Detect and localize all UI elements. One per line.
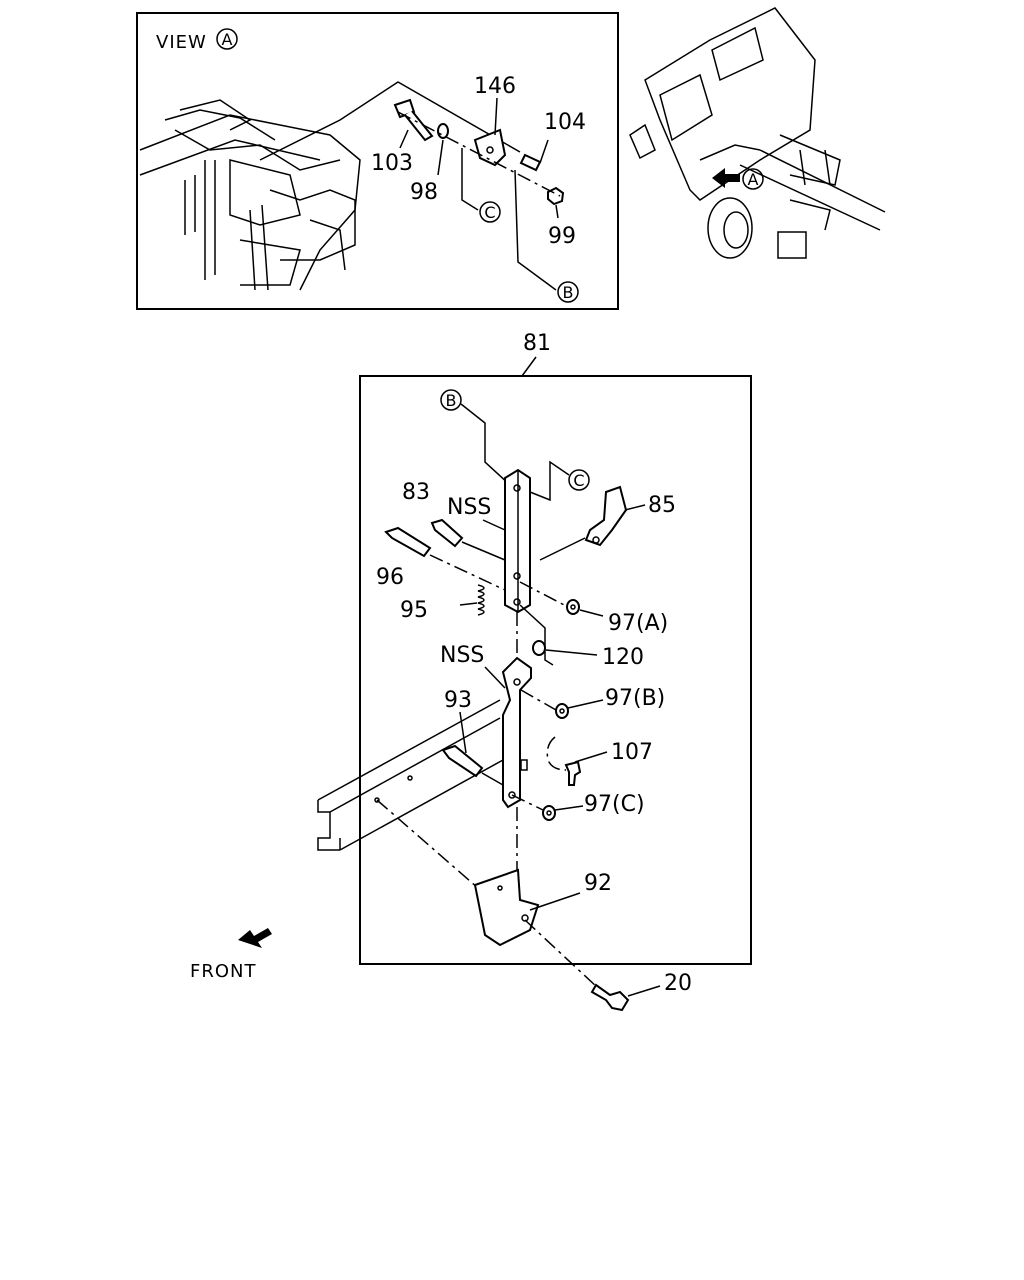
view-ref-a: A (222, 30, 233, 49)
view-a-inset: VIEW A (136, 12, 619, 310)
frame-rail (317, 699, 504, 851)
ref-b-inset: B (563, 283, 574, 302)
lever-85 (584, 485, 628, 547)
washer-97c (542, 805, 556, 821)
callout-nss-lower: NSS (440, 643, 484, 668)
ref-b-main: B (446, 391, 457, 410)
bracket-92 (473, 868, 540, 947)
pin-96 (384, 526, 432, 558)
chain-107 (546, 736, 582, 786)
callout-98: 98 (410, 180, 438, 205)
ref-c-inset: C (484, 203, 495, 222)
callout-146: 146 (474, 74, 516, 99)
callout-107: 107 (611, 740, 653, 765)
callout-93: 93 (444, 688, 472, 713)
callout-nss-upper: NSS (447, 495, 491, 520)
bolt-104 (519, 153, 542, 172)
view-direction-arrow (712, 168, 740, 188)
callout-92: 92 (584, 871, 612, 896)
ref-a-truck: A (748, 170, 759, 189)
callout-99: 99 (548, 224, 576, 249)
callout-96: 96 (376, 565, 404, 590)
front-label: FRONT (190, 961, 257, 982)
callout-81: 81 (523, 331, 551, 356)
callout-97a: 97(A) (608, 611, 668, 636)
callout-120: 120 (602, 645, 644, 670)
callout-20: 20 (664, 971, 692, 996)
callout-83: 83 (402, 480, 430, 505)
washer-97b (555, 703, 569, 719)
frame-sketch (139, 81, 521, 291)
view-title: VIEW (156, 32, 207, 53)
bolt-103 (393, 98, 434, 142)
callout-97b: 97(B) (605, 686, 665, 711)
truck-location-sketch (629, 7, 886, 259)
pin-93 (441, 744, 484, 778)
upper-link-arm (504, 468, 531, 614)
bolt-83 (430, 518, 464, 548)
washer-120 (532, 640, 546, 656)
ref-c-main: C (573, 471, 584, 490)
callout-95: 95 (400, 598, 428, 623)
callout-104: 104 (544, 110, 586, 135)
washer-97a (566, 599, 580, 615)
bolt-20 (590, 983, 630, 1012)
assembly-81-box (359, 375, 752, 965)
bracket-146 (473, 128, 507, 167)
lower-link-arm (501, 656, 532, 809)
spring-95 (477, 584, 485, 616)
front-arrow-icon (238, 928, 272, 948)
callout-85: 85 (648, 493, 676, 518)
callout-103: 103 (371, 151, 413, 176)
callout-97c: 97(C) (584, 792, 645, 817)
washer-98 (437, 123, 449, 139)
